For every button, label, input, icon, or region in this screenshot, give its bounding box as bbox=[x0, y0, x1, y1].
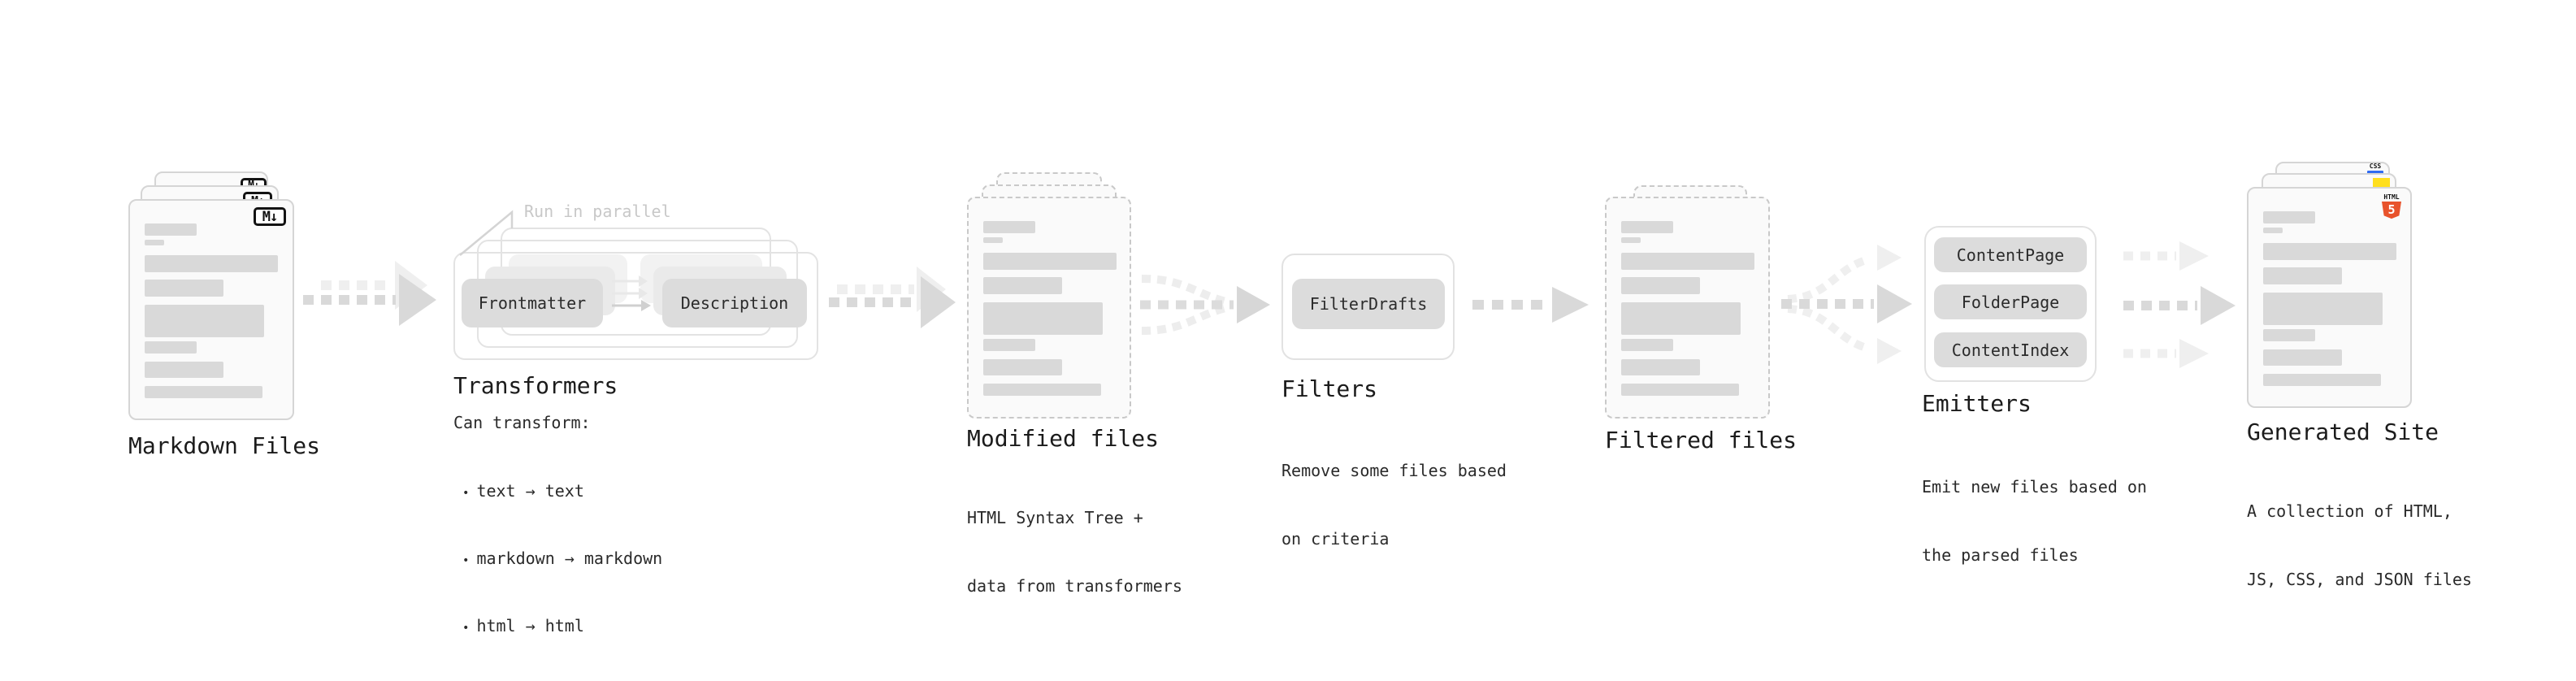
css-icon: CSS bbox=[2367, 163, 2383, 174]
bullet-line: • html → html bbox=[453, 614, 662, 636]
transformers-caption-intro: Can transform: bbox=[453, 413, 591, 432]
bullet-line: • markdown → markdown bbox=[453, 547, 662, 569]
caption-line: Emit new files based on bbox=[1922, 477, 2147, 497]
caption-line: A collection of HTML, bbox=[2247, 501, 2452, 521]
text-line-bar bbox=[1621, 339, 1673, 351]
transformer-layer-box bbox=[453, 252, 818, 360]
html5-icon-word: HTML bbox=[2383, 193, 2400, 201]
description-pill: Description bbox=[662, 279, 807, 327]
folderpage-pill: FolderPage bbox=[1934, 284, 2087, 319]
text-line-bar bbox=[1621, 302, 1741, 335]
text-line-bar bbox=[983, 221, 1035, 233]
caption-line: the parsed files bbox=[1922, 545, 2079, 565]
html5-icon: HTML 5 bbox=[2381, 193, 2402, 219]
text-line-bar bbox=[1621, 384, 1739, 396]
text-line-bar bbox=[2263, 211, 2315, 223]
caption-line: Remove some files based bbox=[1281, 461, 1507, 480]
filtered-doc-front bbox=[1605, 197, 1770, 419]
filterdrafts-pill: FilterDrafts bbox=[1292, 279, 1445, 329]
caption-line: HTML Syntax Tree + bbox=[967, 508, 1143, 527]
text-line-bar bbox=[2263, 243, 2396, 260]
text-line-bar bbox=[145, 240, 164, 245]
text-line-bar bbox=[1621, 253, 1754, 270]
generated-site-caption: A collection of HTML, JS, CSS, and JSON … bbox=[2247, 454, 2472, 636]
bullet-dot: • bbox=[462, 622, 470, 635]
text-line-bar bbox=[983, 253, 1117, 270]
modified-files-label: Modified files bbox=[967, 425, 1160, 452]
filters-heading: Filters bbox=[1281, 375, 1378, 402]
bullet-dot: • bbox=[462, 487, 470, 500]
arrow-modified-to-filters-merge bbox=[1140, 275, 1270, 335]
text-line-bar bbox=[2263, 374, 2381, 386]
text-line-bar bbox=[145, 362, 223, 378]
text-line-bar bbox=[983, 237, 1003, 243]
arrow-filtered-to-emitters-fanout bbox=[1781, 245, 1912, 364]
text-line-bar bbox=[2263, 349, 2342, 366]
text-line-bar bbox=[983, 359, 1062, 375]
contentindex-pill: ContentIndex bbox=[1934, 332, 2087, 367]
filtered-files-label: Filtered files bbox=[1605, 427, 1798, 453]
text-line-bar bbox=[983, 302, 1103, 335]
text-line-bar bbox=[145, 305, 264, 337]
text-line-bar bbox=[145, 386, 262, 398]
arrow-filters-to-filtered bbox=[1472, 287, 1589, 323]
caption-line: data from transformers bbox=[967, 576, 1182, 596]
arrow-transformers-to-modified bbox=[829, 267, 956, 328]
text-line-bar bbox=[983, 339, 1035, 351]
text-line-bar bbox=[1621, 277, 1700, 294]
run-in-parallel-note: Run in parallel bbox=[524, 202, 671, 221]
text-line-bar bbox=[145, 255, 278, 272]
caption-line: JS, CSS, and JSON files bbox=[2247, 570, 2472, 589]
bullet-line: • text → text bbox=[453, 479, 662, 501]
emitters-heading: Emitters bbox=[1922, 390, 2032, 417]
caption-line: on criteria bbox=[1281, 529, 1390, 549]
text-line-bar bbox=[145, 341, 197, 354]
contentpage-pill: ContentPage bbox=[1934, 237, 2087, 272]
text-line-bar bbox=[1621, 221, 1673, 233]
text-line-bar bbox=[145, 223, 197, 236]
text-line-bar bbox=[1621, 237, 1641, 243]
text-line-bar bbox=[2263, 329, 2315, 341]
arrow-emitters-to-generated bbox=[2123, 241, 2236, 368]
markdown-icon: M↓ bbox=[254, 207, 286, 226]
text-line-bar bbox=[983, 277, 1062, 294]
markdown-files-label: Markdown Files bbox=[128, 432, 321, 459]
modified-doc-front bbox=[967, 197, 1131, 419]
generated-site-label: Generated Site bbox=[2247, 419, 2439, 445]
markdown-doc-front bbox=[128, 199, 294, 420]
text-line-bar bbox=[1621, 359, 1700, 375]
bullet-text: html → html bbox=[476, 616, 584, 635]
css-icon-underline bbox=[2367, 171, 2383, 174]
transformers-bullet-list: • text → text • markdown → markdown • html … bbox=[453, 434, 662, 681]
text-line-bar bbox=[983, 384, 1101, 396]
text-line-bar bbox=[145, 280, 223, 297]
filters-caption: Remove some files based on criteria bbox=[1281, 414, 1507, 596]
text-line-bar bbox=[2263, 228, 2283, 233]
arrow-markdown-to-transformers bbox=[303, 261, 436, 326]
modified-files-caption: HTML Syntax Tree + data from transformer… bbox=[967, 461, 1182, 643]
text-line-bar bbox=[2263, 293, 2383, 325]
text-line-bar bbox=[2263, 267, 2342, 284]
generated-doc-front bbox=[2247, 187, 2412, 408]
bullet-text: markdown → markdown bbox=[476, 549, 663, 568]
css-icon-label: CSS bbox=[2369, 163, 2382, 170]
html5-icon-shield: 5 bbox=[2382, 202, 2401, 219]
transformers-heading: Transformers bbox=[453, 372, 618, 399]
bullet-dot: • bbox=[462, 554, 470, 567]
emitters-caption: Emit new files based on the parsed files bbox=[1922, 430, 2147, 612]
frontmatter-pill: Frontmatter bbox=[462, 279, 603, 327]
bullet-text: text → text bbox=[476, 481, 584, 501]
